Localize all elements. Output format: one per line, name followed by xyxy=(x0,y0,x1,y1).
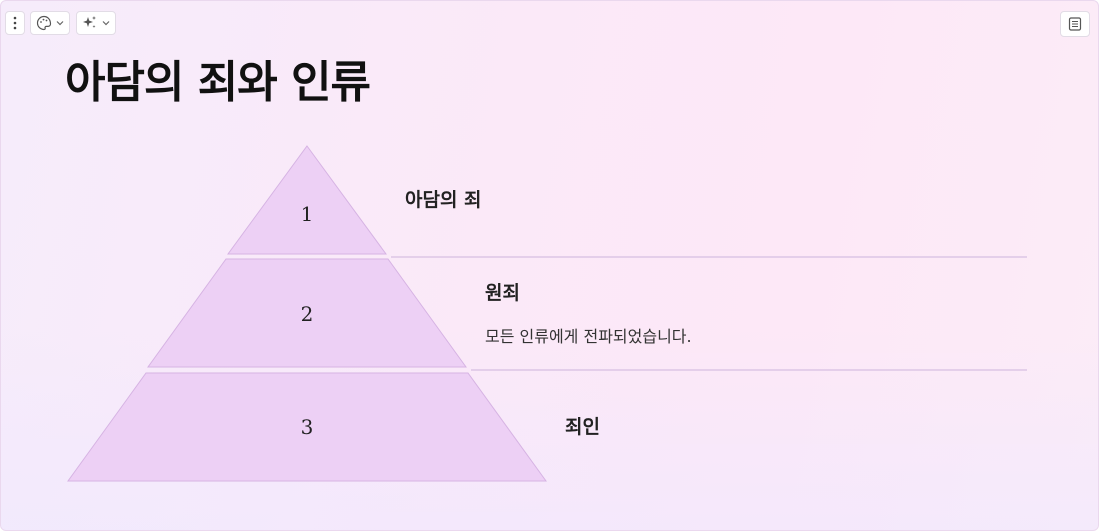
chevron-down-icon xyxy=(102,21,110,26)
pyramid-level-3[interactable] xyxy=(67,372,547,482)
level-number: 2 xyxy=(301,302,314,326)
level-number: 1 xyxy=(301,202,314,226)
pyramid-level-2[interactable] xyxy=(147,258,467,368)
theme-button[interactable] xyxy=(30,11,70,35)
palette-icon xyxy=(36,15,52,31)
level-label-2: 원죄 모든 인류에게 전파되었습니다. xyxy=(485,278,692,347)
speaker-notes-button[interactable] xyxy=(1060,11,1090,37)
level-label-1: 아담의 죄 xyxy=(405,185,482,212)
level-heading[interactable]: 아담의 죄 xyxy=(405,189,482,211)
notes-icon xyxy=(1068,17,1082,31)
level-label-3: 죄인 xyxy=(565,412,600,439)
more-vertical-icon xyxy=(13,16,17,30)
level-description[interactable]: 모든 인류에게 전파되었습니다. xyxy=(485,327,692,346)
chevron-down-icon xyxy=(56,21,64,26)
sparkle-icon xyxy=(83,16,96,28)
slide-title[interactable]: 아담의 죄와 인류 xyxy=(65,57,371,108)
pyramid-level-1[interactable] xyxy=(227,145,387,255)
level-number: 3 xyxy=(301,415,314,439)
ai-button[interactable] xyxy=(76,11,116,35)
level-heading[interactable]: 죄인 xyxy=(565,416,600,438)
menu-button[interactable] xyxy=(5,11,25,35)
level-heading[interactable]: 원죄 xyxy=(485,282,520,304)
